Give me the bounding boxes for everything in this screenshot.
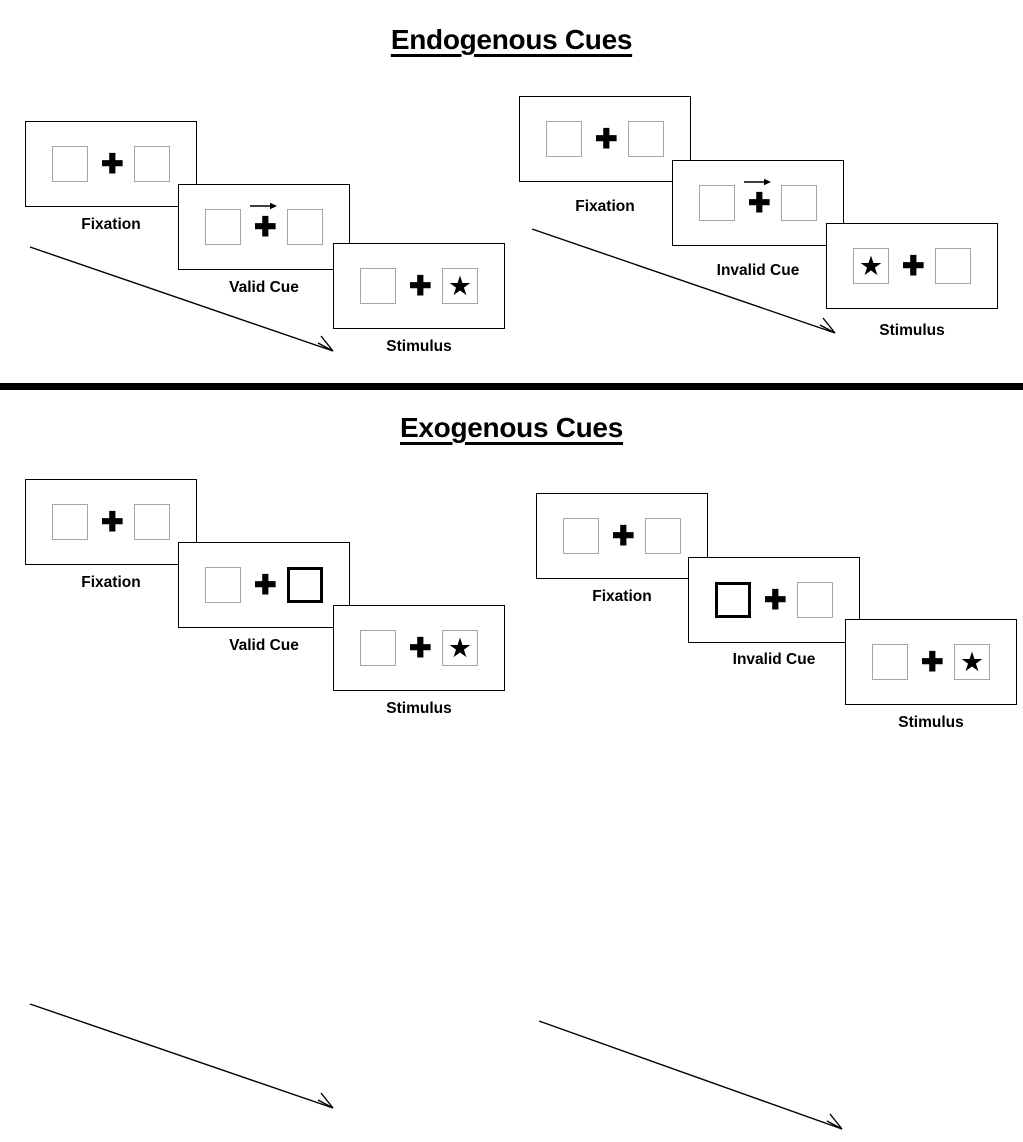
right-placeholder-box [134,504,170,540]
frame-exogenous-invalid-stimulus[interactable]: ✚ ★ [845,619,1017,705]
right-target-box: ★ [954,644,990,680]
frame-exogenous-valid-stimulus[interactable]: ✚ ★ [333,605,505,691]
frame-content: ✚ [52,504,170,540]
frame-endogenous-valid-stimulus[interactable]: ✚ ★ [333,243,505,329]
fixation-cross-icon: ✚ [254,569,277,600]
frame-content: ✚ [715,582,833,618]
left-placeholder-box [205,209,241,245]
frame-content: ✚ [546,121,664,157]
fixation-cross-icon: ✚ [101,506,124,537]
right-target-box: ★ [442,268,478,304]
frame-endogenous-valid-fixation[interactable]: ★ ✚ ★ [25,121,197,207]
frame-content: ✚ [205,202,323,245]
fixation-cross-icon: ✚ [101,148,124,179]
frame-content: ✚ ★ [872,644,990,680]
left-placeholder-box [699,185,735,221]
left-cued-box [715,582,751,618]
time-arrow-exogenous-valid [29,1003,334,1109]
section-endogenous: Endogenous Cues ★ ✚ ★ Fixation [0,0,1023,385]
frame-label-stimulus: Stimulus [898,714,964,731]
section-exogenous: Exogenous Cues ✚ Fixation ✚ Valid Cue [0,392,1023,1130]
section-title-exogenous: Exogenous Cues [400,412,623,443]
frame-content: ★ ✚ [853,248,971,284]
left-placeholder-box [360,268,396,304]
right-placeholder-box [935,248,971,284]
time-arrow-exogenous-invalid [538,1020,843,1130]
right-placeholder-box [628,121,664,157]
frame-endogenous-valid-cue[interactable]: ✚ [178,184,350,270]
fixation-cross-icon: ✚ [921,646,944,677]
frame-exogenous-valid-cue[interactable]: ✚ [178,542,350,628]
left-placeholder-box [546,121,582,157]
fixation-cross-icon: ✚ [764,584,787,615]
left-placeholder-box [872,644,908,680]
star-icon: ★ [447,270,473,301]
frame-content: ★ ✚ ★ [52,146,170,182]
frame-endogenous-invalid-cue[interactable]: ✚ [672,160,844,246]
right-target-box: ★ [442,630,478,666]
star-icon: ★ [858,250,884,281]
frame-content: ✚ [699,178,817,221]
frame-label-stimulus: Stimulus [386,700,452,717]
arrow-right-cue-icon [250,202,277,209]
right-cued-box [287,567,323,603]
plus-glyph: ✚ [748,187,771,218]
section-title-endogenous: Endogenous Cues [390,24,633,55]
right-placeholder-box [797,582,833,618]
frame-exogenous-invalid-cue[interactable]: ✚ [688,557,860,643]
frame-endogenous-invalid-stimulus[interactable]: ★ ✚ [826,223,998,309]
frame-content: ✚ [563,518,681,554]
left-placeholder-box [360,630,396,666]
frame-content: ✚ [205,567,323,603]
frame-label-invalid-cue: Invalid Cue [732,651,816,668]
fixation-cross-icon: ✚ [595,123,618,154]
frame-label-fixation: Fixation [81,574,141,591]
frame-endogenous-invalid-fixation[interactable]: ✚ [519,96,691,182]
frame-exogenous-valid-fixation[interactable]: ✚ [25,479,197,565]
frame-content: ✚ ★ [360,268,478,304]
right-placeholder-box [781,185,817,221]
left-target-box: ★ [853,248,889,284]
frame-label-valid-cue: Valid Cue [229,279,299,296]
frame-exogenous-invalid-fixation[interactable]: ✚ [536,493,708,579]
frame-label-fixation: Fixation [81,216,141,233]
right-placeholder-box [645,518,681,554]
left-placeholder-box: ★ [52,146,88,182]
left-placeholder-box [205,567,241,603]
plus-glyph: ✚ [254,211,277,242]
frame-content: ✚ ★ [360,630,478,666]
frame-label-stimulus: Stimulus [386,338,452,355]
star-icon: ★ [959,646,985,677]
frame-label-invalid-cue: Invalid Cue [716,262,800,279]
section-divider [0,383,1023,390]
star-icon: ★ [447,632,473,663]
right-placeholder-box: ★ [134,146,170,182]
frame-label-valid-cue: Valid Cue [229,637,299,654]
right-placeholder-box [287,209,323,245]
left-placeholder-box [52,504,88,540]
fixation-cross-icon: ✚ [250,202,277,242]
left-placeholder-box [563,518,599,554]
arrow-right-cue-icon [744,178,771,185]
fixation-cross-icon: ✚ [612,520,635,551]
fixation-cross-icon: ✚ [902,250,925,281]
frame-label-fixation: Fixation [592,588,652,605]
frame-label-stimulus: Stimulus [879,322,945,339]
frame-label-fixation: Fixation [575,198,635,215]
fixation-cross-icon: ✚ [744,178,771,218]
fixation-cross-icon: ✚ [409,270,432,301]
fixation-cross-icon: ✚ [409,632,432,663]
